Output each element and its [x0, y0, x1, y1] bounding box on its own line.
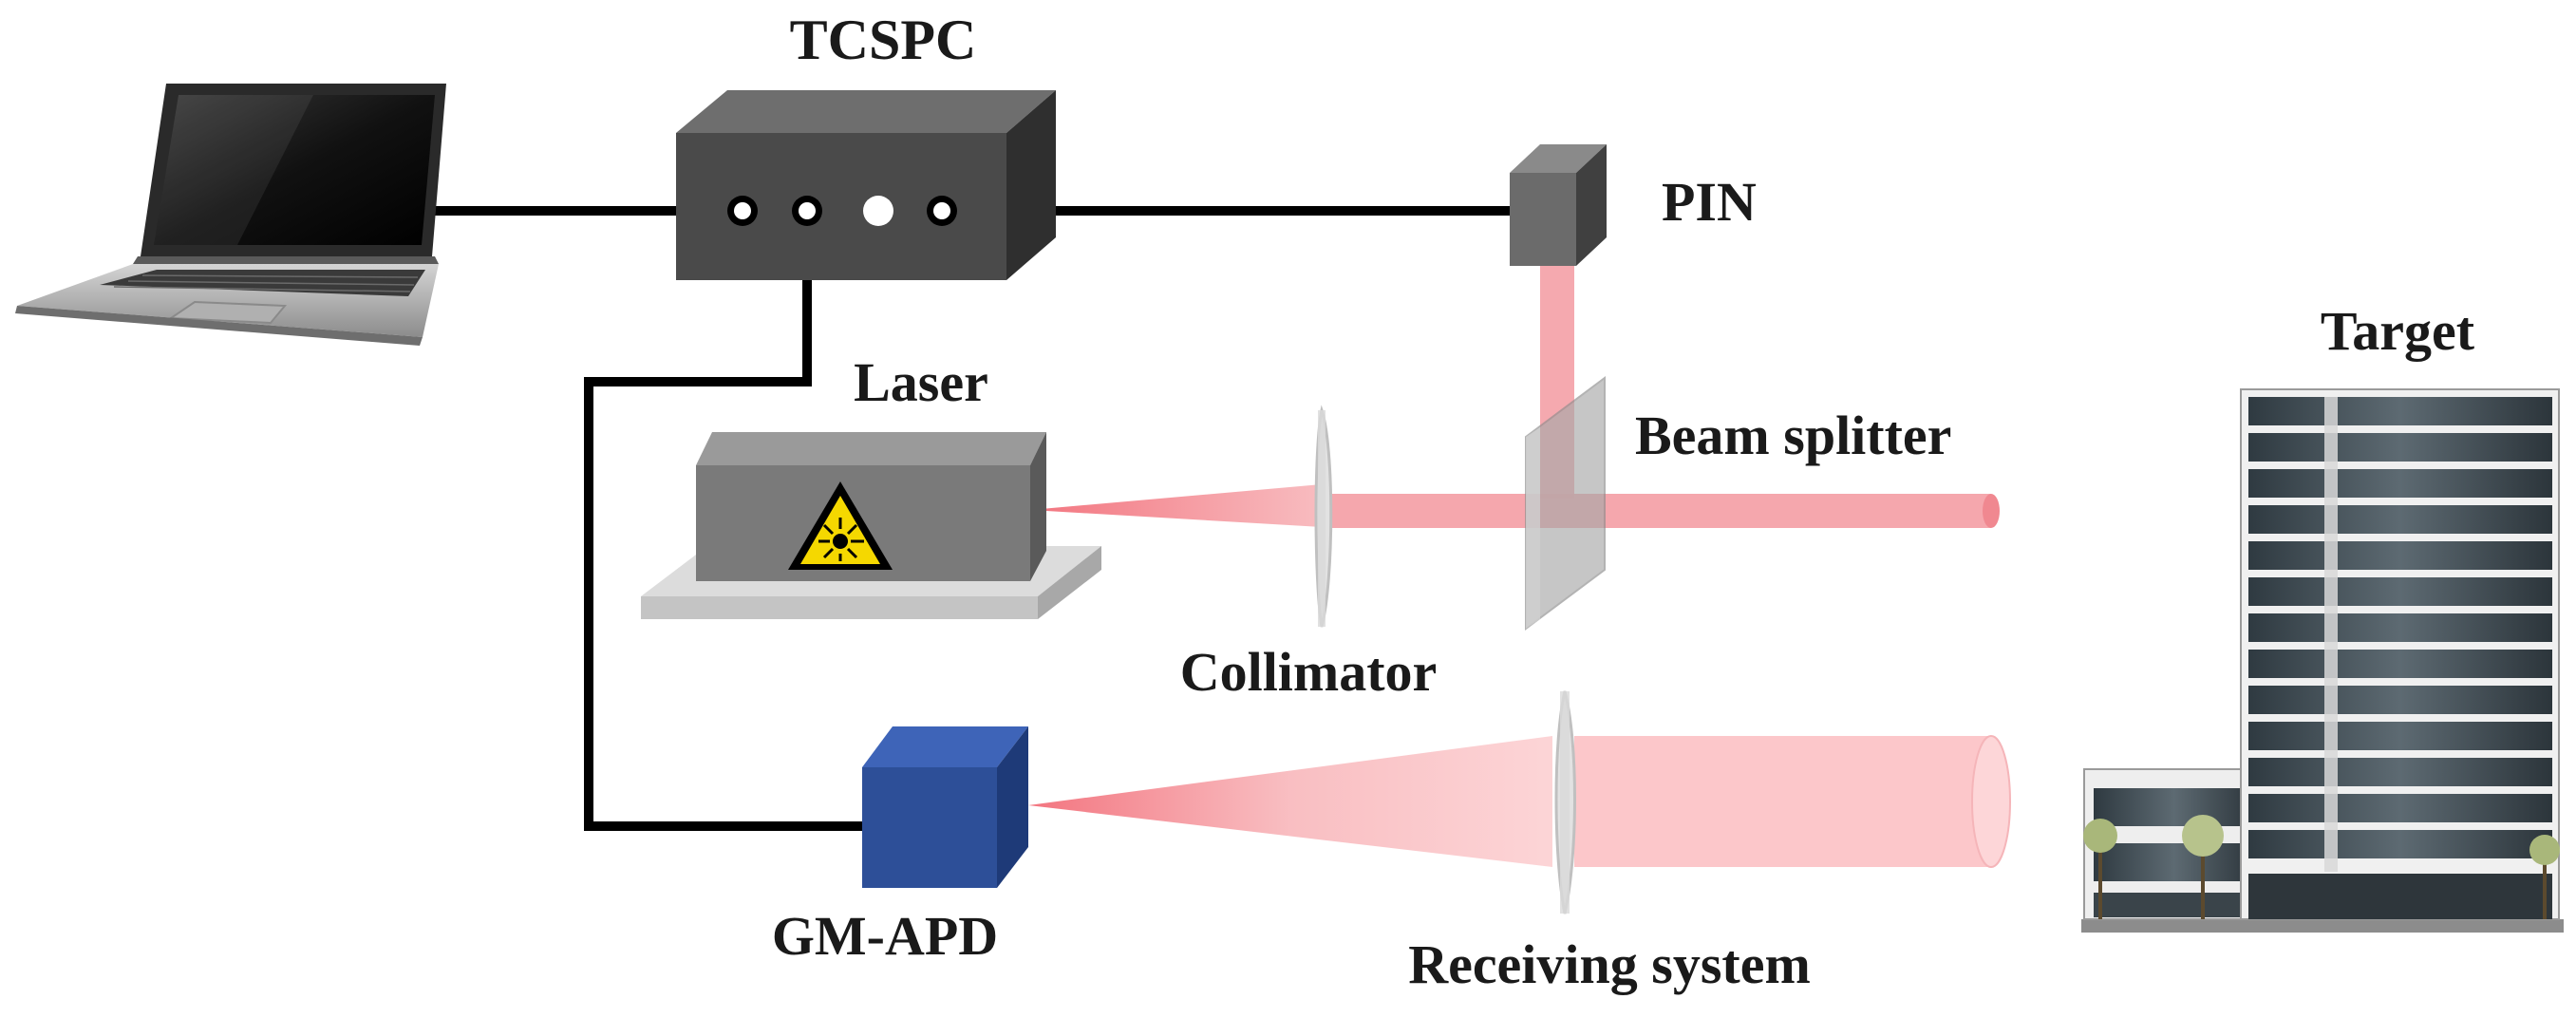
laser-label: Laser	[854, 351, 988, 413]
receiving-system-label: Receiving system	[1408, 933, 1811, 995]
collimator-label: Collimator	[1180, 641, 1438, 703]
emitted-beam	[1030, 484, 1322, 527]
receiving-lens	[1554, 690, 1576, 914]
beam-splitter	[1525, 376, 1606, 631]
received-beam-cylinder	[1574, 736, 1991, 867]
laser-top-face	[696, 432, 1046, 465]
pin-detector	[1510, 144, 1607, 266]
gm-apd-label: GM-APD	[772, 905, 998, 967]
gm-apd-detector	[862, 726, 1028, 888]
laser-source	[641, 432, 1101, 619]
collimator-lens	[1314, 405, 1333, 628]
laser-base-side	[1038, 546, 1101, 619]
laser-base-front	[641, 596, 1038, 619]
tcspc-front-face	[676, 133, 1006, 280]
laser-beams	[1028, 266, 2011, 868]
laser-warning-icon	[788, 481, 893, 570]
received-beam-cone	[1028, 736, 1552, 867]
tcspc-top-face	[676, 90, 1056, 133]
tcspc-port-3	[863, 196, 893, 226]
trees	[2083, 815, 2560, 919]
beam-splitter-label: Beam splitter	[1635, 405, 1951, 466]
laptop-icon	[15, 84, 446, 346]
collimated-beam	[1322, 494, 1991, 528]
tcspc-side-face	[1006, 90, 1056, 280]
laser-side-face	[1030, 432, 1046, 581]
pin-label: PIN	[1662, 171, 1757, 233]
tcspc-label: TCSPC	[790, 9, 977, 71]
building-floors	[2248, 397, 2552, 919]
tcspc-module	[676, 90, 1056, 280]
target-label: Target	[2321, 300, 2475, 362]
tcspc-ports	[727, 196, 957, 226]
building-icon	[2081, 388, 2564, 933]
cable-tcspc-gm-apd	[584, 211, 862, 831]
